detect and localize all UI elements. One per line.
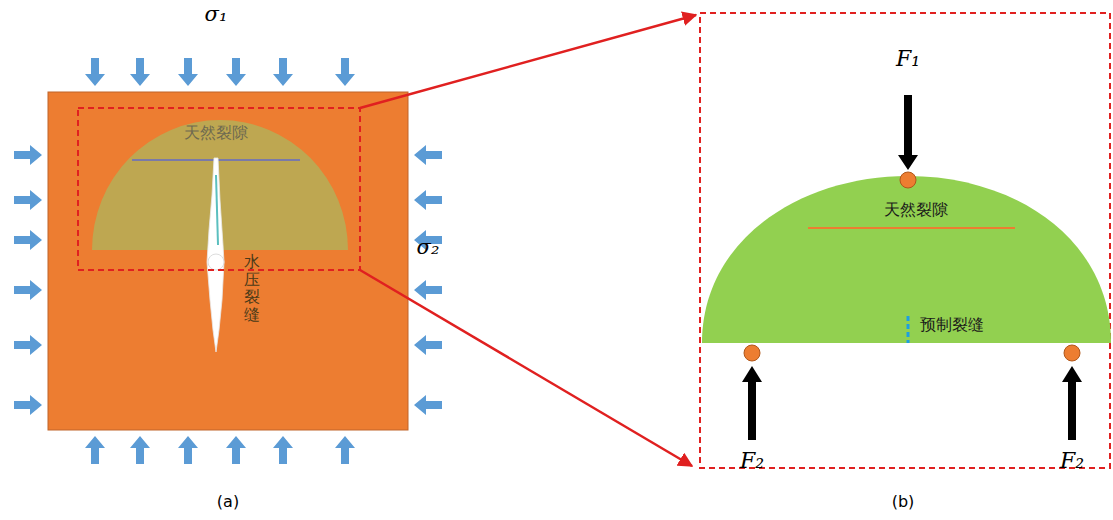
zoom-arrow [360, 270, 692, 466]
stress-arrow [335, 436, 355, 464]
rock-block [48, 92, 408, 430]
semi-circular-specimen [702, 176, 1111, 343]
stress-arrow [414, 280, 442, 300]
stress-label: σ₁ [205, 2, 228, 26]
stress-arrow [226, 58, 246, 86]
hydraulic-fracture [207, 158, 224, 352]
stress-arrow [273, 436, 293, 464]
fluid-line [216, 175, 218, 245]
stress-arrow [14, 145, 42, 165]
fracture-label: 水压裂缝 [244, 253, 260, 323]
panel-label: (a) [217, 492, 239, 511]
stress-arrow [14, 230, 42, 250]
stress-arrow [178, 436, 198, 464]
stress-arrow [273, 58, 293, 86]
stress-arrow [414, 145, 442, 165]
stress-label: σ₂ [417, 235, 440, 259]
stress-arrow [14, 335, 42, 355]
stress-arrow [14, 280, 42, 300]
load-arrows [742, 95, 1082, 440]
stress-arrow [414, 190, 442, 210]
pre-crack-label: 预制裂缝 [920, 315, 984, 336]
stress-arrow [414, 395, 442, 415]
load-pin [900, 172, 916, 188]
stress-arrow [14, 190, 42, 210]
support-pin [744, 345, 760, 361]
stress-arrow [130, 436, 150, 464]
pre-crack [907, 316, 910, 343]
force-label: F₂ [740, 448, 764, 473]
stress-arrow [85, 436, 105, 464]
borehole [208, 254, 224, 270]
natural-fracture [808, 227, 1015, 229]
zoom-frame [700, 13, 1110, 468]
force-label: F₁ [896, 46, 920, 71]
region-label: 天然裂隙 [184, 123, 248, 144]
panel-label: (b) [892, 492, 915, 511]
stress-arrow [414, 335, 442, 355]
zoom-box [78, 108, 360, 270]
support-pin [1064, 345, 1080, 361]
zoom-arrow [360, 15, 696, 108]
stress-arrow [85, 58, 105, 86]
stress-arrow [130, 58, 150, 86]
fracture-label: 天然裂隙 [884, 200, 948, 221]
stress-arrow [335, 58, 355, 86]
force-label: F₂ [1060, 448, 1084, 473]
stress-arrow [226, 436, 246, 464]
stress-arrow [14, 395, 42, 415]
stress-arrows [14, 58, 442, 464]
stress-arrow [178, 58, 198, 86]
